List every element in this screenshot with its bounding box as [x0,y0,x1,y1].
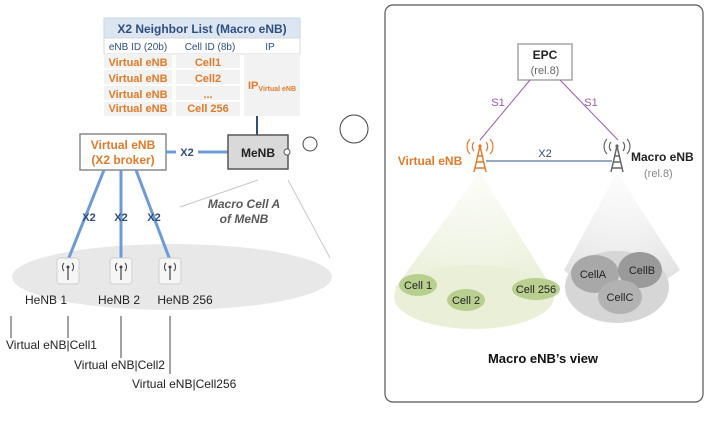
table-title: X2 Neighbor List (Macro eNB) [117,22,286,36]
epc-rel-label: (rel.8) [531,65,560,77]
table-cell-id: Cell2 [195,73,221,85]
x2-label-henb2: X2 [114,212,127,224]
henb256-icon [158,257,182,285]
macro-enb-view-caption: Macro eNB’s view [488,351,599,366]
virtual-cell-2-label: Cell 2 [452,295,480,307]
s1-link-left [479,79,531,141]
virtual-enb-tower-icon [466,138,494,173]
s1-link-right [559,79,619,141]
x2-label-right: X2 [538,148,551,160]
x2-neighbor-table: X2 Neighbor List (Macro eNB) eNB ID (20b… [103,17,301,116]
table-cell-id: Cell 256 [187,103,229,115]
thought-bubble-small [302,136,318,152]
table-cell-enb: Virtual eNB [108,103,167,115]
macro-cell-c [598,280,642,314]
menb-port [283,148,291,156]
henb256-cell-label: Virtual eNB|Cell256 [132,377,237,391]
macro-enb-rel-label: (rel.8) [644,168,673,180]
table-header-enb-id: eNB ID (20b) [109,42,167,53]
x2-label-bg [176,145,198,159]
virtual-enb-broker-box [79,133,167,171]
virtual-cell-1 [399,274,437,296]
macro-cell-b-label: CellB [629,265,655,277]
virtual-cell-1-label: Cell 1 [404,280,432,292]
macro-cell-a-label: CellA [580,269,607,281]
henb1-icon [56,257,80,285]
epc-label: EPC [533,48,558,62]
s1-label-right: S1 [584,97,597,109]
table-header-cell-id: Cell ID (8b) [185,42,236,53]
table-col-ip-bg [244,54,300,116]
table-ip-value: IPVirtual eNB [248,80,296,93]
virtual-cell-256 [512,278,560,300]
macro-cell-c-label: CellC [607,292,634,304]
x2-label-top: X2 [180,147,193,159]
macro-cell-guide-right [287,179,331,259]
s1-label-left: S1 [491,97,504,109]
table-cell-enb: Virtual eNB [108,57,167,69]
x2-link-henb256 [134,169,172,261]
x2-link-henb1 [66,169,106,261]
x2-label-henb1: X2 [82,212,95,224]
table-cell-enb: Virtual eNB [108,89,167,101]
macro-enb-label: Macro eNB [631,150,694,164]
table-header-ip: IP [265,42,275,53]
henb2-label: HeNB 2 [98,293,140,307]
epc-box [517,43,573,81]
macro-cell-label: Macro Cell A [208,197,280,211]
macro-enb-tower-icon [603,138,631,173]
menb-label: MeNB [241,146,275,160]
henb2-icon [109,257,133,285]
virtual-cell-2 [447,289,485,311]
virtual-enb-label: Virtual eNB [398,154,463,168]
macro-cell-b [618,252,662,288]
table-cell-id: ... [203,89,212,101]
henb2-cell-label: Virtual eNB|Cell2 [74,358,165,372]
table-cell-enb: Virtual eNB [108,73,167,85]
macro-cell-guide-left [179,179,259,208]
menb-box [227,134,289,170]
virtual-cell-256-label: Cell 256 [516,284,556,296]
henb1-label: HeNB 1 [25,293,67,307]
macro-cell-sublabel: of MeNB [220,212,269,226]
henb1-cell-label: Virtual eNB|Cell1 [6,338,97,352]
henb256-label: HeNB 256 [157,293,213,307]
virtual-enb-broker-sublabel: (X2 broker) [91,153,154,167]
virtual-enb-broker-label: Virtual eNB [91,138,156,152]
thought-bubble-large [339,114,369,144]
table-cell-id: Cell1 [195,57,221,69]
x2-label-henb256: X2 [147,212,160,224]
